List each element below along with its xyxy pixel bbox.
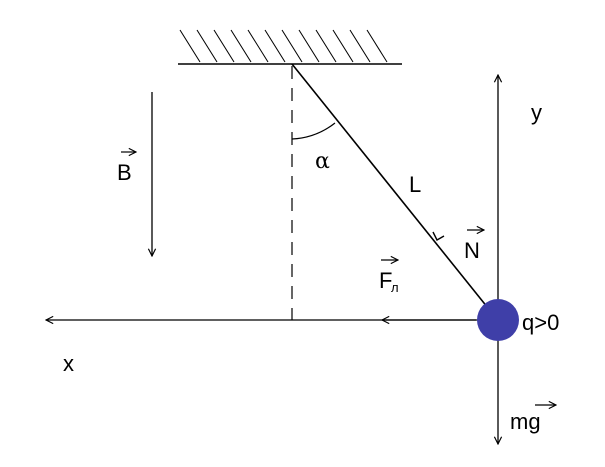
lorentz-label: F — [379, 268, 392, 293]
lorentz-label-group: F л — [379, 260, 399, 295]
pendulum-string — [291, 63, 493, 314]
x-axis-label: x — [63, 351, 74, 376]
charged-ball-icon — [477, 299, 519, 341]
tension-arrow-head — [432, 231, 445, 241]
normal-label-group: N — [464, 230, 484, 263]
angle-label: α — [315, 149, 330, 174]
normal-label: N — [464, 238, 480, 263]
angle-arc — [291, 122, 336, 140]
ceiling-icon — [178, 29, 402, 65]
field-label-group: B — [117, 152, 136, 185]
lorentz-subscript: л — [391, 280, 399, 295]
field-label: B — [117, 160, 132, 185]
weight-label-group: mg — [510, 405, 556, 434]
charge-label: q>0 — [522, 310, 559, 335]
y-axis-label: y — [531, 100, 542, 125]
length-label: L — [409, 172, 421, 197]
weight-label: mg — [510, 409, 541, 434]
